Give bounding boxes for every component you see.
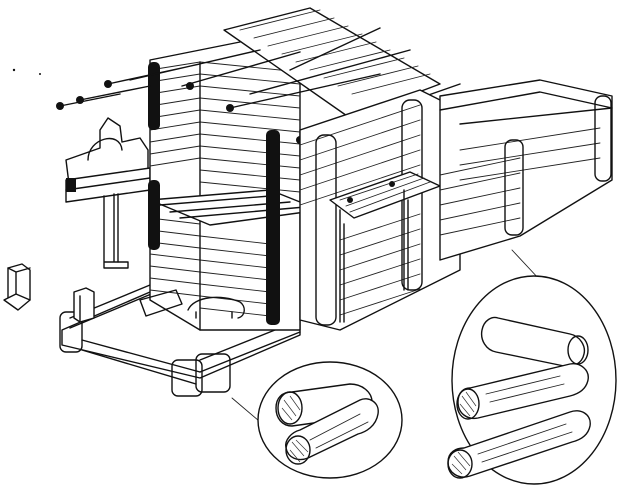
- main-log-house: [139, 39, 321, 331]
- interior-animal: [139, 289, 245, 319]
- porch-canopy: [329, 171, 441, 323]
- central-log-block: [299, 89, 461, 331]
- gallery-posts: [103, 193, 129, 269]
- log-ends-left: [148, 62, 160, 250]
- log-end-joint-logs: [447, 316, 591, 479]
- standalone-post-left: [3, 263, 31, 311]
- standalone-post-right: [73, 287, 95, 323]
- log-ends-right: [266, 130, 280, 325]
- corner-joint-logs: [275, 383, 379, 465]
- callout-log-end-joint: [447, 275, 617, 485]
- callout-corner-joint: [257, 361, 403, 479]
- right-wing-enclosure: [439, 79, 613, 261]
- print-specks: [12, 68, 41, 75]
- upper-gallery: [65, 117, 151, 269]
